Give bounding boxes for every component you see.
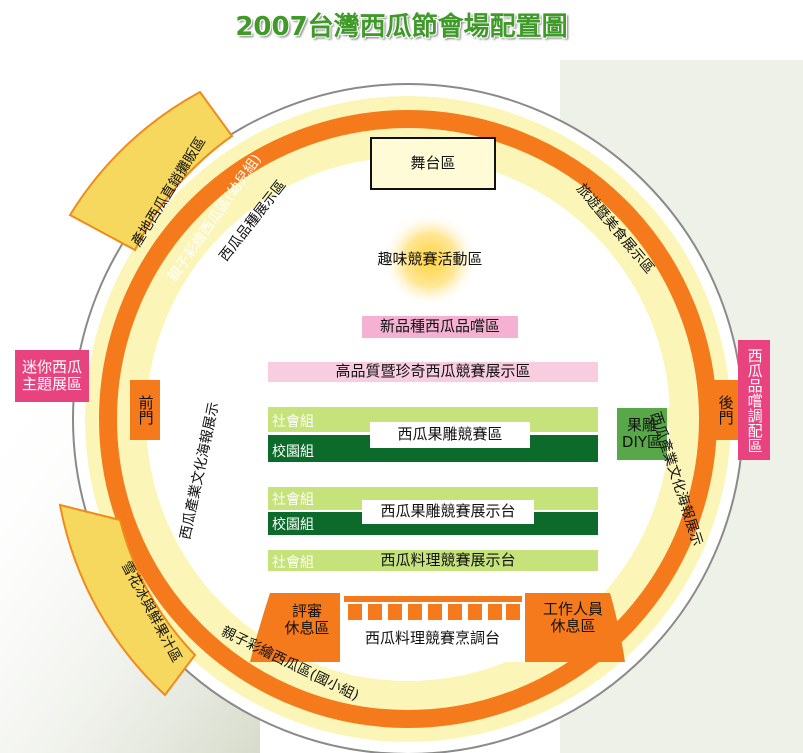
tasting-area: 西瓜品嚐調配區 [738,340,770,460]
sales-pod-shape [68,90,234,252]
new-variety-area: 新品種西瓜品嚐區 [362,316,518,338]
stall [428,604,442,620]
new-variety-label: 新品種西瓜品嚐區 [379,317,500,336]
front-gate[interactable]: 前門 [130,380,160,440]
carving-contest-label-box: 西瓜果雕競賽區 [370,422,530,448]
stall [368,604,382,620]
cooking-display-row [268,550,598,571]
stall-bar [344,596,522,602]
ring-gap-right [658,408,698,428]
display-campus-tag: 校園組 [272,517,314,533]
cooking-society-tag: 社會組 [272,555,314,571]
display-society-tag: 社會組 [272,492,314,508]
cooking-display-label-box: 西瓜料理競賽展示台 [362,550,534,571]
front-gate-label: 前門 [136,395,155,425]
carving-society-tag: 社會組 [272,414,314,430]
fun-activity-label: 趣味競賽活動區 [377,250,483,269]
back-gate-label: 後門 [716,395,735,425]
carving-campus-tag: 校園組 [272,444,314,460]
stall [448,604,462,620]
orange-ring [99,110,717,728]
judges-rest-area: 評審 休息區 [275,600,339,640]
stall [388,604,402,620]
stall [488,604,502,620]
cooking-stalls [344,596,522,620]
staff-rest-label: 工作人員 休息區 [542,599,603,635]
carving-display-label: 西瓜果雕競賽展示台 [380,502,516,521]
diy-label: 果雕 DIY區 [621,415,663,451]
fun-activity-area: 趣味競賽活動區 [350,248,510,272]
judges-rest-label: 評審 休息區 [284,601,330,637]
stall [506,604,520,620]
staff-rest-area: 工作人員 休息區 [528,598,618,638]
mini-watermelon-label: 迷你西瓜 主題展區 [21,357,82,393]
back-gate[interactable]: 後門 [710,380,740,440]
fun-activity-glow [382,212,478,308]
mini-watermelon-area: 迷你西瓜 主題展區 [15,350,89,402]
tasting-area-label: 西瓜品嚐調配區 [745,347,764,453]
staff-rest-block [525,593,625,662]
judges-rest-block [250,593,340,662]
cooking-table-label-box: 西瓜料理競賽烹調台 [340,624,525,654]
cooking-table-label: 西瓜料理競賽烹調台 [364,629,500,648]
carving-display-label-box: 西瓜果雕競賽展示台 [362,500,534,524]
cooking-display-label: 西瓜料理競賽展示台 [380,550,516,569]
stall [348,604,362,620]
high-quality-area: 高品質暨珍奇西瓜競賽展示區 [268,362,598,382]
stall [408,604,422,620]
high-quality-label: 高品質暨珍奇西瓜競賽展示區 [335,362,531,381]
stall [468,604,482,620]
stall-pod-shape [58,503,197,697]
diy-area: 果雕 DIY區 [617,408,667,460]
carving-contest-label: 西瓜果雕競賽區 [397,425,503,444]
stage-label: 舞台區 [410,153,456,172]
page-title: 2007台灣西瓜節會場配置圖 [235,12,568,42]
stage-area: 舞台區 [370,137,496,190]
